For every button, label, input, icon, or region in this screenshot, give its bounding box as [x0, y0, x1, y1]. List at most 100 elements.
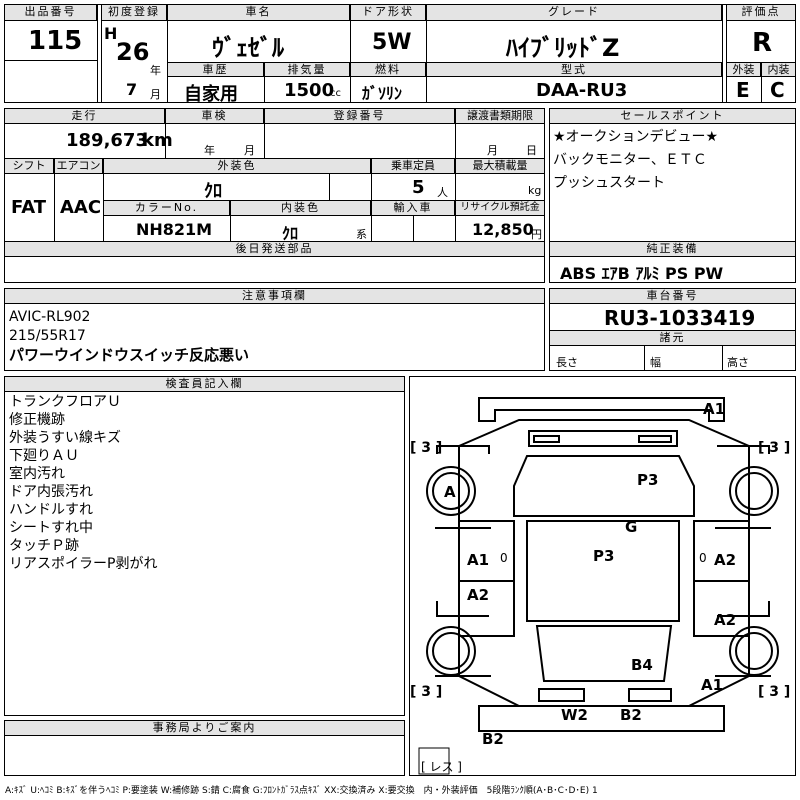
colorno-label: カラーNo. — [103, 200, 230, 216]
car-diagram — [418, 397, 779, 775]
int-score: C — [770, 78, 785, 102]
score-label: 評価点 — [726, 4, 796, 21]
inspector-line: シートすれ中 — [9, 520, 93, 536]
inspector-line: 外装うすい線キズ — [9, 430, 121, 446]
mark-left-front-door: A1 — [467, 551, 490, 569]
chassis-label: 車台番号 — [549, 288, 796, 304]
recycle-label: リサイクル預託金 — [455, 200, 545, 216]
office-label: 事務局よりご案内 — [4, 720, 405, 736]
interior-label: 内装色 — [230, 200, 371, 216]
colorno: NH821M — [136, 220, 213, 239]
first-reg-label: 初度登録 — [101, 4, 167, 21]
small-mark: 0 — [500, 551, 508, 565]
tire-label: [ 3 ] — [758, 440, 791, 456]
color-label: 外装色 — [103, 158, 371, 174]
tire-label: [ 3 ] — [410, 440, 443, 456]
mark-bottom: B2 — [482, 730, 504, 748]
note-line: パワーウインドウスイッチ反応悪い — [9, 346, 250, 364]
spec-label: 諸元 — [549, 330, 796, 346]
chassis-number: RU3-1033419 — [604, 306, 756, 330]
inspector-line: 室内汚れ — [9, 466, 65, 482]
recycle-unit: 円 — [531, 228, 542, 241]
mark-right-front-door: A2 — [714, 551, 737, 569]
inspector-line: リアスポイラーP剥がれ — [9, 556, 158, 572]
length-label: 長さ — [556, 356, 578, 369]
displacement-label: 排気量 — [264, 62, 350, 77]
note-line: AVIC-RL902 — [9, 309, 91, 325]
height-label: 高さ — [727, 356, 749, 369]
sales-line: バックモニター、ＥＴＣ — [553, 152, 707, 168]
mark-right-rear-door: A2 — [714, 611, 737, 629]
era: H — [104, 24, 118, 43]
history: 自家用 — [184, 84, 238, 105]
inspector-line: ハンドルすれ — [9, 502, 93, 518]
reg-month: 7 — [126, 80, 138, 99]
ext-score: E — [736, 78, 750, 102]
grade-label: グレード — [426, 4, 722, 21]
grade: ﾊｲﾌﾞﾘｯﾄﾞZ — [506, 34, 620, 62]
reg-year: 26 — [116, 38, 150, 66]
mark-bumper-w: W2 — [561, 706, 588, 724]
interior: ｸﾛ — [282, 224, 299, 243]
mileage-unit: km — [142, 130, 173, 151]
inspector-line: 修正機跡 — [9, 412, 65, 428]
inspector-line: ドア内張汚れ — [9, 484, 93, 500]
mark-rear-top: A1 — [703, 400, 726, 418]
ext-label: 外装 — [726, 62, 761, 77]
recycle: 12,850 — [472, 220, 534, 239]
ac-label: エアコン — [54, 158, 103, 174]
sales-line: ★オークションデビュー★ — [553, 129, 719, 145]
history-label: 車歴 — [167, 62, 264, 77]
lot-number: 115 — [28, 26, 83, 56]
mark-trunk: B4 — [631, 656, 653, 674]
transfer-label: 譲渡書類期限 — [455, 108, 545, 124]
insp-month-unit: 月 — [244, 144, 255, 157]
car-name: ｳﾞｪｾﾞﾙ — [212, 34, 284, 62]
inspection-label: 車検 — [165, 108, 264, 124]
mark-windshield: G — [625, 518, 638, 536]
transfer-month: 月 — [487, 144, 498, 157]
lot-label: 出品番号 — [4, 4, 97, 21]
score: R — [752, 28, 773, 58]
inspector-line: 下廻りＡＵ — [9, 448, 79, 464]
displacement: 1500 — [284, 80, 335, 101]
name-label: 車名 — [167, 4, 350, 21]
transfer-day: 日 — [526, 144, 537, 157]
sales-line: プッシュスタート — [553, 175, 665, 191]
month-unit: 月 — [150, 88, 161, 101]
mark-left-wheel: A — [444, 483, 456, 501]
shift-label: シフト — [4, 158, 54, 174]
fuel: ｶﾞｿﾘﾝ — [362, 84, 403, 103]
later-label: 後日発送部品 — [4, 241, 545, 257]
mark-left-rear-door: A2 — [467, 586, 490, 604]
capacity-unit: 人 — [437, 186, 448, 199]
displacement-unit: cc — [330, 88, 341, 99]
car-diagram-box — [409, 376, 796, 776]
legend: A:ｷｽﾞ U:ﾍｺﾐ B:ｷｽﾞを伴うﾍｺﾐ P:要塗装 W:補修跡 S:錆 … — [5, 786, 598, 796]
color: ｸﾛ — [204, 181, 222, 202]
model: DAA-RU3 — [536, 80, 628, 101]
mark-hood: P3 — [637, 471, 659, 489]
mark-bumper-b: B2 — [620, 706, 642, 724]
regno-label: 登録番号 — [264, 108, 455, 124]
door-type: 5W — [372, 30, 412, 55]
inspector-line: トランクフロアＵ — [9, 394, 121, 410]
insp-year-unit: 年 — [204, 144, 215, 157]
int-label: 内装 — [761, 62, 796, 77]
mark-roof: P3 — [593, 547, 615, 565]
notes-label: 注意事項欄 — [4, 288, 545, 304]
ac: AAC — [60, 197, 102, 218]
tire-label: [ 3 ] — [758, 684, 791, 700]
door-label: ドア形状 — [350, 4, 426, 21]
import-label: 輸入車 — [371, 200, 455, 216]
inspector-label: 検査員記入欄 — [4, 376, 405, 392]
mileage: 189,673 — [66, 130, 148, 151]
shift: FAT — [11, 197, 47, 218]
capacity-label: 乗車定員 — [371, 158, 455, 174]
inspector-line: タッチＰ跡 — [9, 538, 79, 554]
sales-label: セールスポイント — [549, 108, 796, 124]
tire-label: [ 3 ] — [410, 684, 443, 700]
small-mark: 0 — [699, 551, 707, 565]
year-unit: 年 — [150, 64, 161, 77]
note-line: 215/55R17 — [9, 328, 86, 344]
